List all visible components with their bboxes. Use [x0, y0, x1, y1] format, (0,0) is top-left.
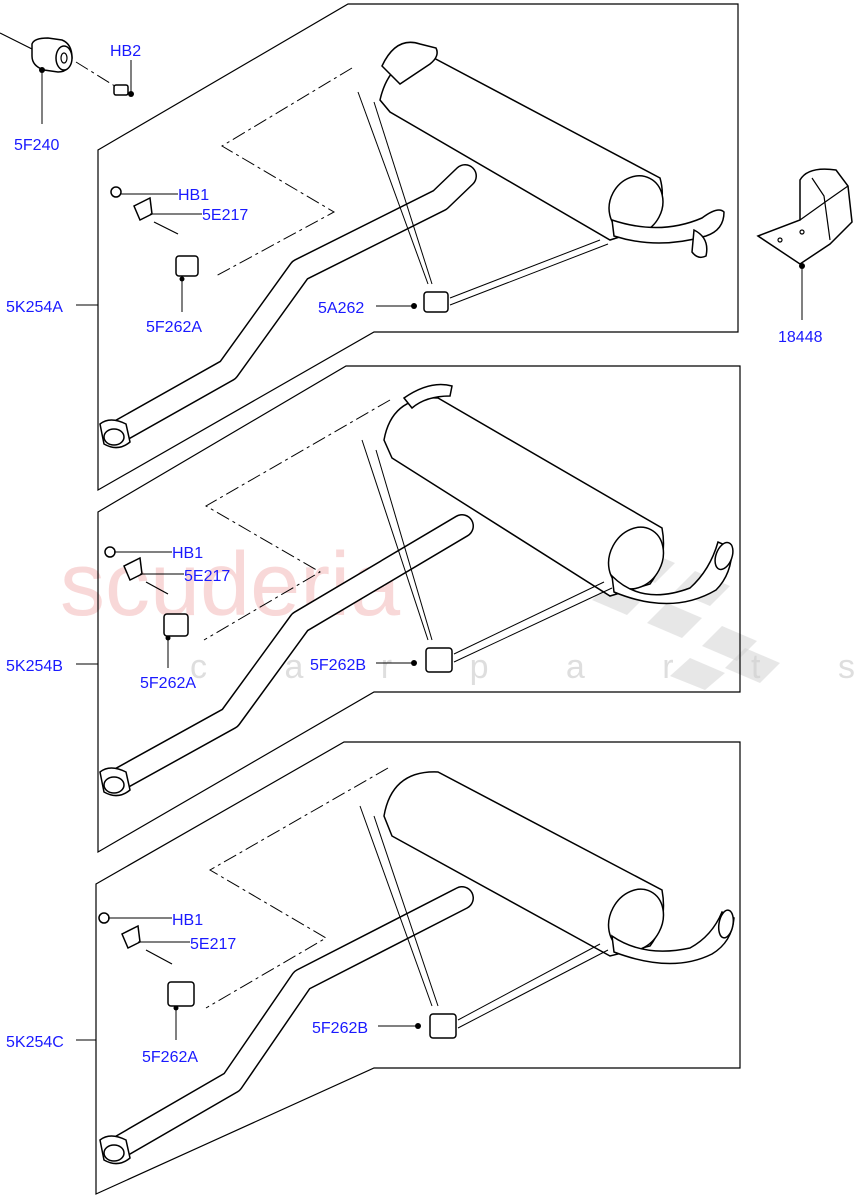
label-5f262b-c[interactable]: 5F262B — [312, 1020, 368, 1037]
watermark-checker-flag — [565, 525, 780, 690]
mount-5f240[interactable] — [0, 32, 73, 73]
muffler-b[interactable] — [383, 383, 736, 605]
label-5e217-a[interactable]: 5E217 — [202, 207, 248, 224]
label-hb1-b[interactable]: HB1 — [172, 545, 203, 562]
bracket-group-c[interactable] — [98, 912, 195, 1011]
label-hb2[interactable]: HB2 — [110, 43, 141, 60]
label-5a262[interactable]: 5A262 — [318, 300, 364, 317]
assembly-panel-a: HB1 5E217 5F262A 5A262 5K254A — [6, 3, 739, 492]
muffler-c[interactable] — [383, 771, 735, 965]
insulator-rear-b[interactable] — [361, 439, 613, 673]
label-5f262b-b[interactable]: 5F262B — [310, 657, 366, 674]
label-5f262a-a[interactable]: 5F262A — [146, 319, 202, 336]
watermark: scuderia c a r p a r t s — [60, 525, 855, 690]
heat-shield-18448[interactable] — [756, 168, 853, 269]
label-5e217-b[interactable]: 5E217 — [184, 568, 230, 585]
insulator-rear-c[interactable] — [359, 805, 609, 1039]
label-5f262a-c[interactable]: 5F262A — [142, 1049, 198, 1066]
label-5k254c[interactable]: 5K254C — [6, 1034, 64, 1051]
label-hb1-a[interactable]: HB1 — [178, 187, 209, 204]
label-hb1-c[interactable]: HB1 — [172, 912, 203, 929]
label-5f262a-b[interactable]: 5F262A — [140, 675, 196, 692]
muffler-a[interactable] — [379, 41, 725, 259]
assembly-panel-c: HB1 5E217 5F262A 5F262B 5K254C — [6, 741, 741, 1195]
label-5e217-c[interactable]: 5E217 — [190, 936, 236, 953]
insulator-rear-a[interactable] — [357, 91, 609, 313]
label-5f240[interactable]: 5F240 — [14, 137, 59, 154]
label-5k254b[interactable]: 5K254B — [6, 658, 63, 675]
label-18448[interactable]: 18448 — [778, 329, 823, 346]
label-5k254a[interactable]: 5K254A — [6, 299, 63, 316]
bolt-hb2[interactable] — [75, 61, 134, 97]
assembly-panel-b: HB1 5E217 5F262A 5F262B 5K254B — [6, 365, 741, 854]
